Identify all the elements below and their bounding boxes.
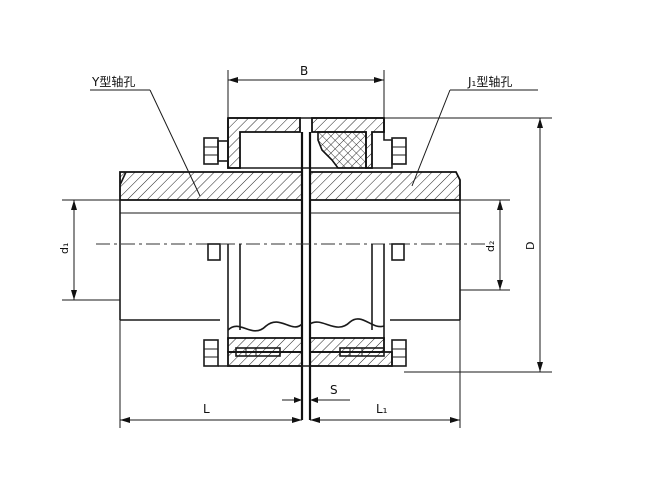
callout-j1-hole: J₁型轴孔 — [411, 74, 538, 187]
lower-bolt-right — [391, 339, 407, 367]
dimension-d2: d₂ — [460, 199, 510, 291]
label-d2: d₂ — [484, 241, 497, 252]
label-y-hole: Y型轴孔 — [91, 74, 135, 89]
dimension-S: S — [282, 383, 350, 403]
break-line — [227, 318, 385, 332]
lower-sleeve — [218, 337, 393, 367]
upper-bolt-left — [203, 137, 229, 165]
dimension-d1: d₁ — [58, 199, 120, 301]
label-j1-hole: J₁型轴孔 — [467, 74, 512, 89]
label-L: L — [203, 402, 210, 416]
dimension-B: B — [227, 64, 385, 118]
label-d1: d₁ — [58, 243, 71, 254]
upper-hub-right — [309, 171, 461, 201]
lower-bolt-left — [203, 339, 219, 367]
label-B: B — [300, 64, 308, 78]
label-S: S — [330, 383, 338, 397]
dimension-L1: L₁ — [310, 320, 461, 428]
lower-keys — [207, 243, 405, 340]
label-D: D — [524, 242, 537, 250]
upper-hub-left — [119, 171, 303, 201]
upper-sleeve — [227, 117, 393, 169]
bore-outline — [119, 200, 461, 321]
callout-y-hole: Y型轴孔 — [90, 74, 201, 197]
hub-chamfer-left — [119, 171, 127, 186]
center-plate — [300, 132, 312, 420]
upper-bolt-right — [391, 137, 407, 165]
label-L1: L₁ — [376, 402, 388, 416]
dimension-L: L — [119, 320, 302, 428]
dimension-D: D — [384, 117, 552, 373]
